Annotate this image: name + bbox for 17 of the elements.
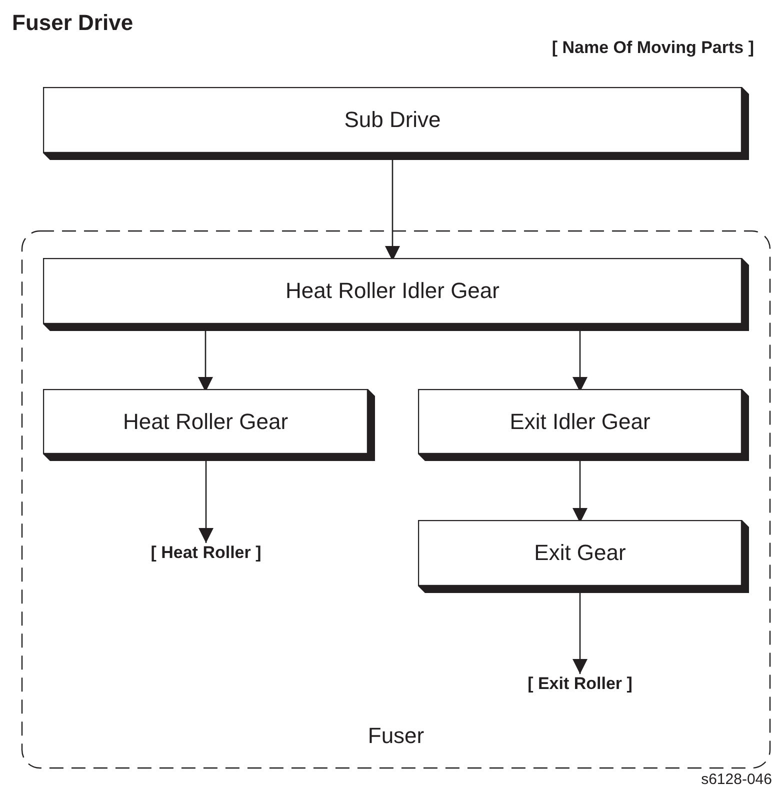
box-label: Exit Idler Gear (508, 408, 652, 434)
process-box (43, 87, 749, 160)
box-label: Heat Roller Gear (122, 408, 290, 434)
figure-id: s6128-046 (701, 771, 772, 788)
group-label: Fuser (366, 723, 426, 749)
box-label: Heat Roller Idler Gear (284, 278, 500, 304)
process-box (43, 389, 375, 461)
part-name: [ Exit Roller ] (526, 673, 634, 695)
title: Fuser Drive (12, 10, 134, 36)
box-label: Sub Drive (343, 107, 442, 133)
box-label: Exit Gear (533, 540, 627, 566)
process-box (418, 389, 749, 461)
part-name: [ Heat Roller ] (150, 542, 262, 564)
process-box (418, 520, 749, 593)
group-frame (21, 230, 771, 769)
legend-note: [ Name Of Moving Parts ] (552, 38, 754, 58)
process-box (43, 258, 749, 331)
